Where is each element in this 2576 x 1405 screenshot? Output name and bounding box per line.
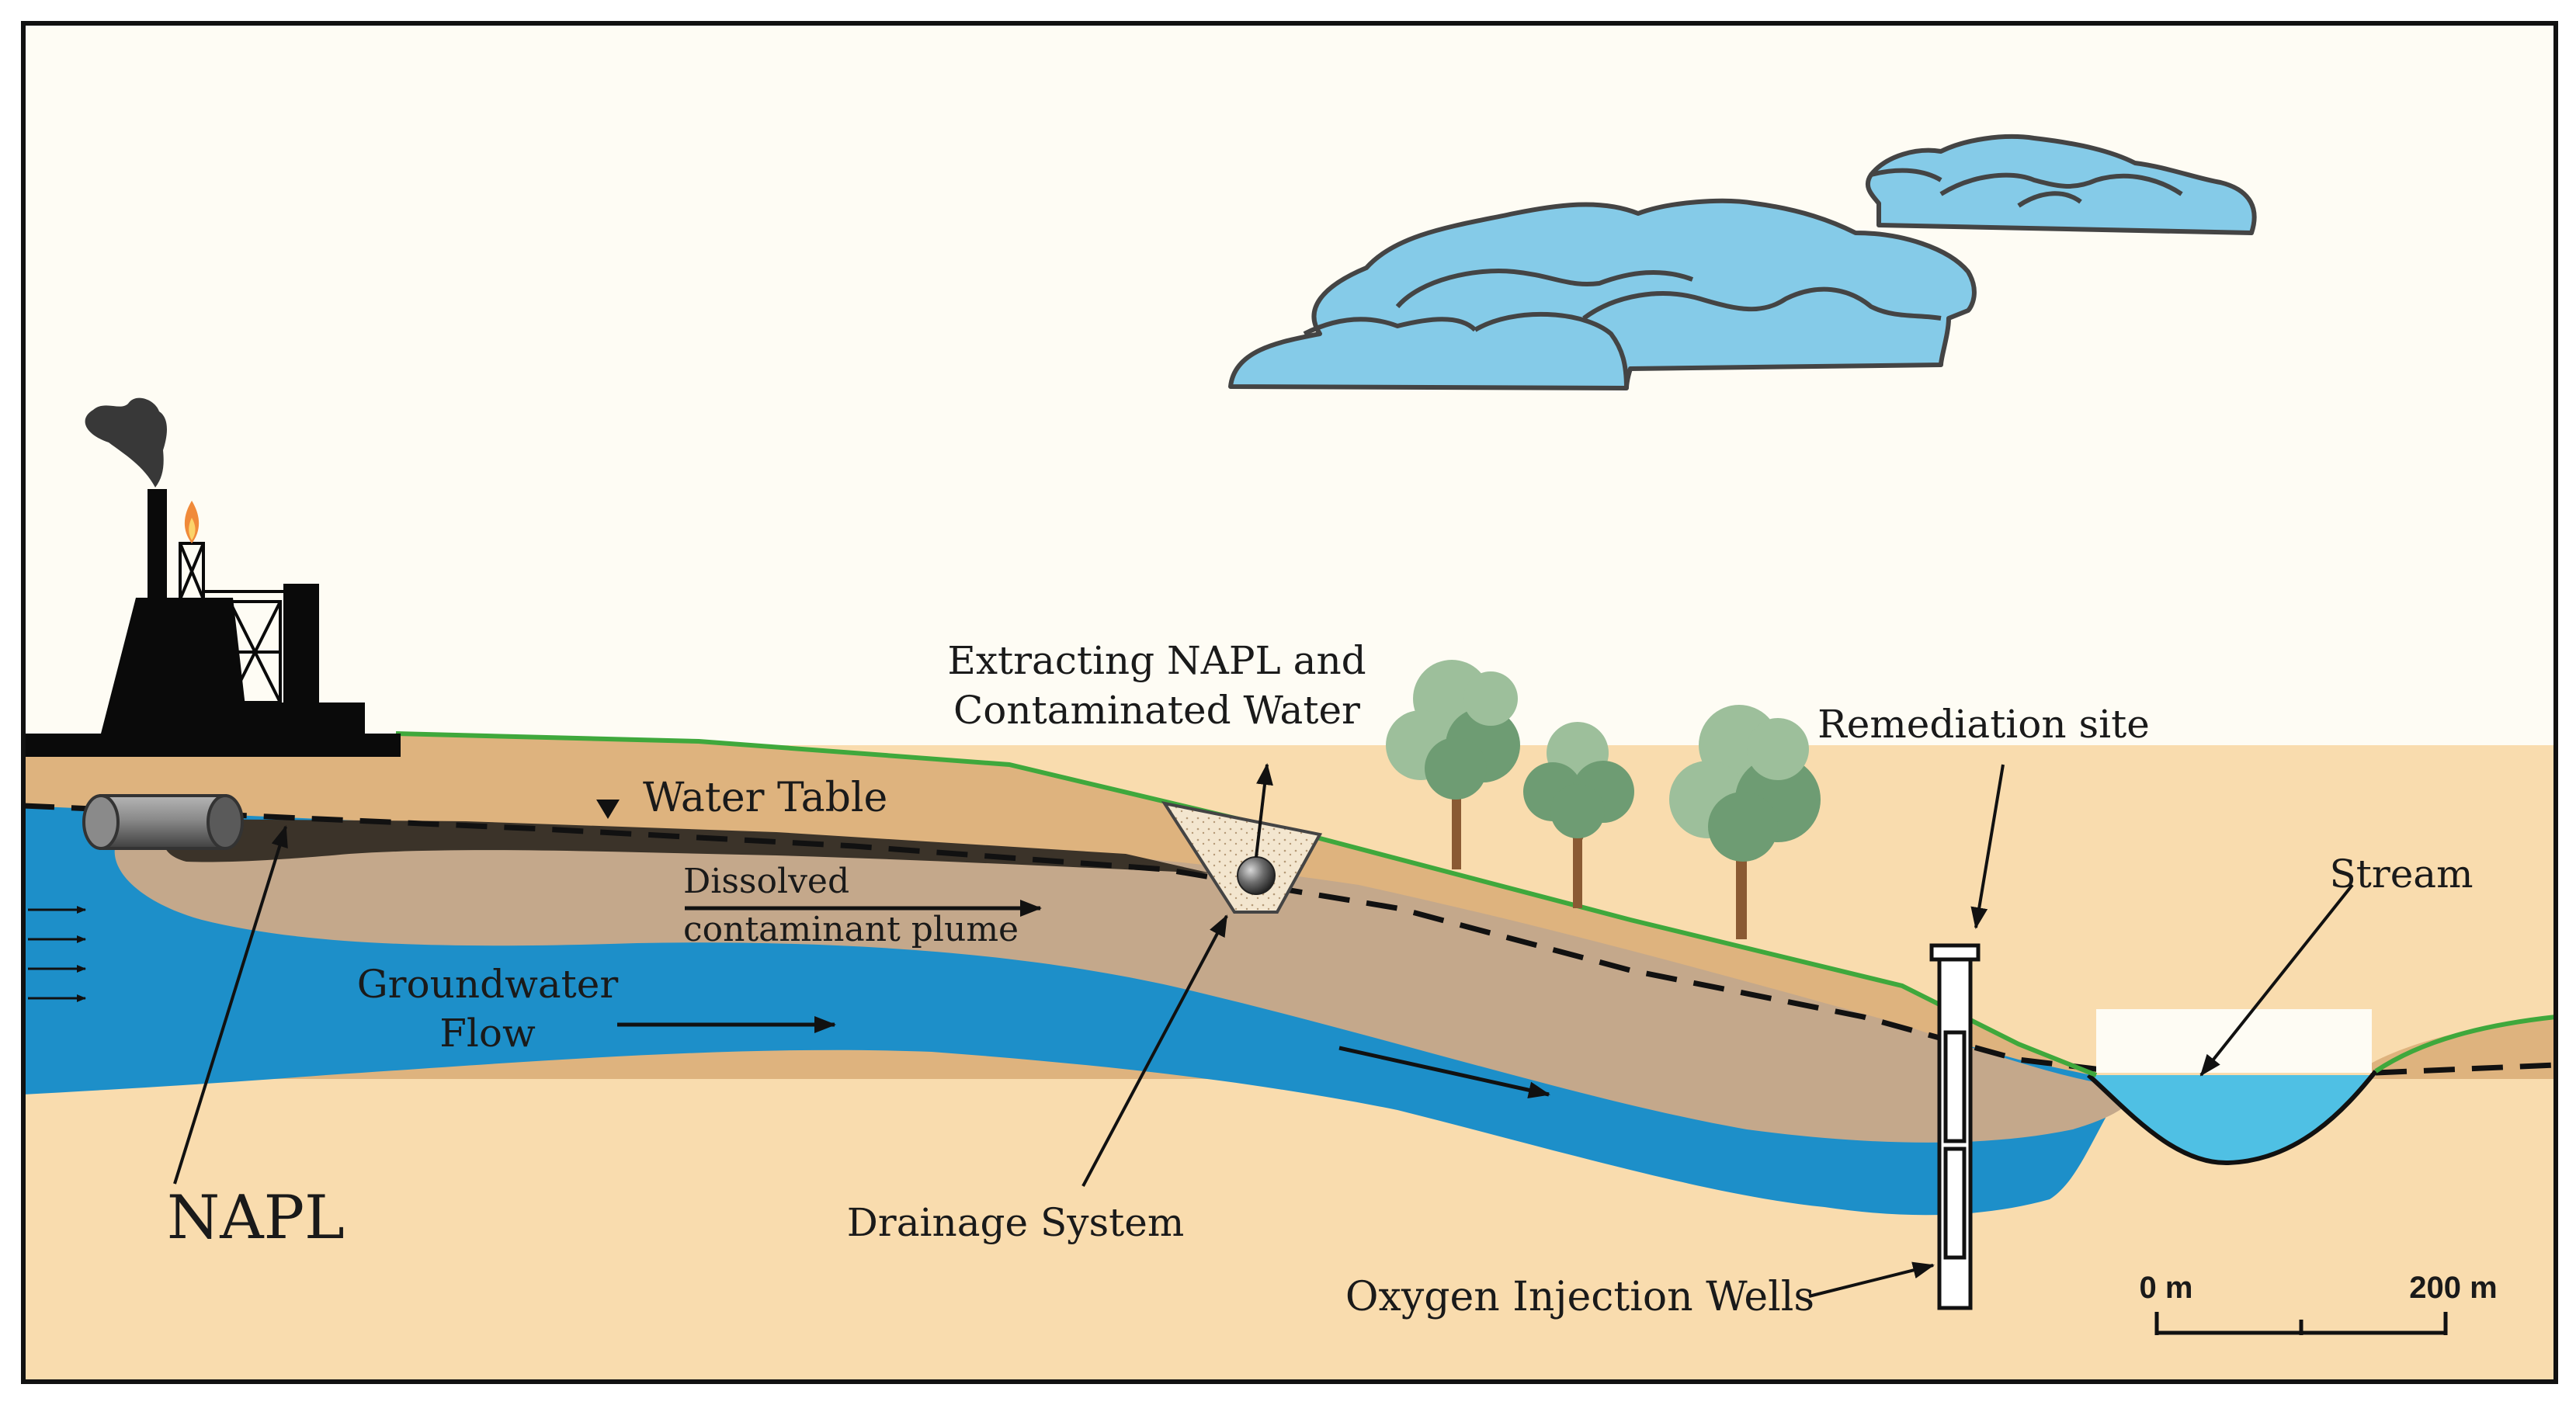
remediation-site-label: Remediation site — [1817, 702, 2150, 747]
contaminant-plume — [114, 825, 2132, 1143]
flame-icon — [184, 501, 200, 543]
oxygen-wells-label: Oxygen Injection Wells — [1345, 1274, 1814, 1320]
napl-label: NAPL — [167, 1183, 345, 1253]
well-icon — [1929, 943, 1981, 1310]
grass-line-right — [2374, 1015, 2557, 1074]
remediation-leader — [1970, 764, 2005, 929]
groundwater-flow-label-2: Flow — [439, 1011, 536, 1056]
water-table-label: Water Table — [643, 775, 887, 821]
drainage-leader — [1081, 914, 1228, 1187]
extracting-label-2: Contaminated Water — [953, 688, 1360, 733]
leader-lines — [173, 764, 2354, 1298]
scale-start-label: 0 m — [2140, 1271, 2193, 1305]
water-table-marker — [596, 800, 620, 819]
dissolved-plume-label-2: contaminant plume — [683, 910, 1019, 949]
trench-icon — [1161, 763, 1323, 914]
factory-icon — [23, 489, 401, 757]
water-table-line-right — [2375, 1062, 2557, 1076]
stream-label: Stream — [2329, 852, 2473, 897]
tree-icon — [1669, 705, 1821, 939]
wells-leader — [1808, 1261, 1935, 1298]
right-bank-soil — [2360, 1017, 2556, 1079]
stream-bed — [2086, 1070, 2378, 1166]
diagram-frame — [21, 21, 2558, 1384]
smoke-icon — [85, 397, 167, 487]
tree-icon — [1386, 660, 1520, 869]
napl-leader — [173, 825, 288, 1185]
scale-bar: 0 m 200 m — [2140, 1271, 2498, 1335]
groundwater-flow-arrows — [617, 900, 1550, 1099]
cloud-icon — [1228, 134, 2257, 390]
stream-leader — [2199, 883, 2354, 1077]
stream-water — [2088, 1075, 2376, 1164]
scale-end-label: 200 m — [2409, 1271, 2497, 1305]
groundwater-flow-label-1: Groundwater — [357, 962, 619, 1007]
extracting-label-1: Extracting NAPL and — [947, 638, 1366, 683]
stream-gap-sky — [2096, 1009, 2372, 1073]
tree-icon — [1523, 722, 1634, 908]
dissolved-plume-label-1: Dissolved — [683, 862, 849, 901]
pipe-icon — [82, 794, 244, 850]
grass-line — [395, 731, 2098, 1077]
drainage-system-label: Drainage System — [847, 1200, 1185, 1245]
inflow-arrows — [28, 906, 86, 1002]
napl-pool — [163, 819, 1212, 873]
